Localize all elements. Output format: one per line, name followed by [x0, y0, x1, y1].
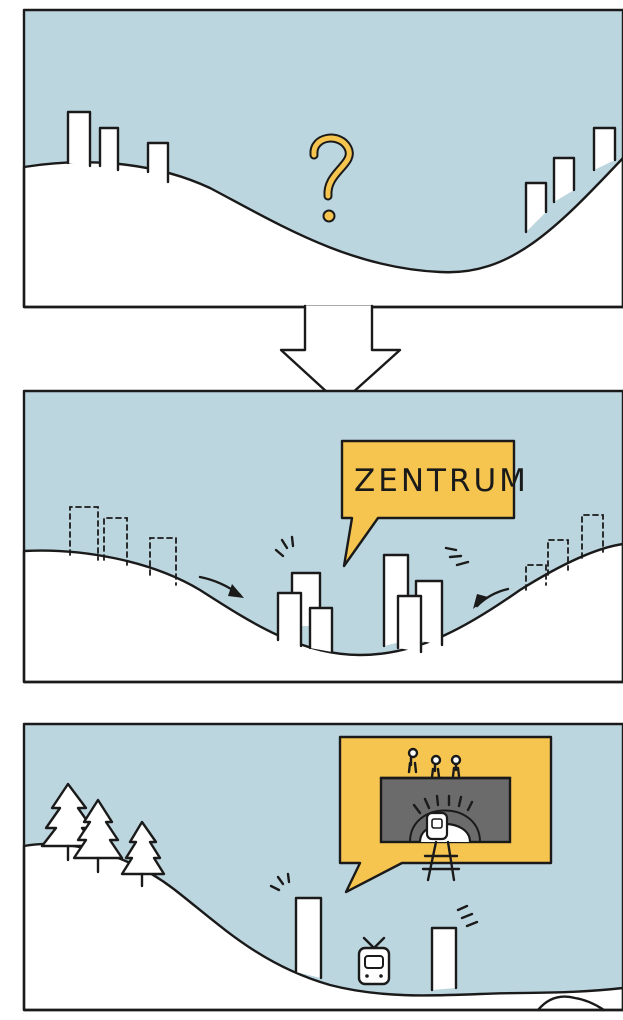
down-arrow-icon	[281, 306, 400, 404]
building	[68, 112, 90, 166]
speech-bubble-label: ZENTRUM	[354, 463, 529, 499]
building	[296, 898, 321, 978]
panel-3	[24, 724, 623, 1010]
building	[100, 128, 118, 170]
tunnel-icon	[381, 778, 510, 842]
panel-1	[24, 10, 623, 307]
building	[432, 928, 456, 990]
panel-2: ZENTRUM	[24, 391, 623, 682]
